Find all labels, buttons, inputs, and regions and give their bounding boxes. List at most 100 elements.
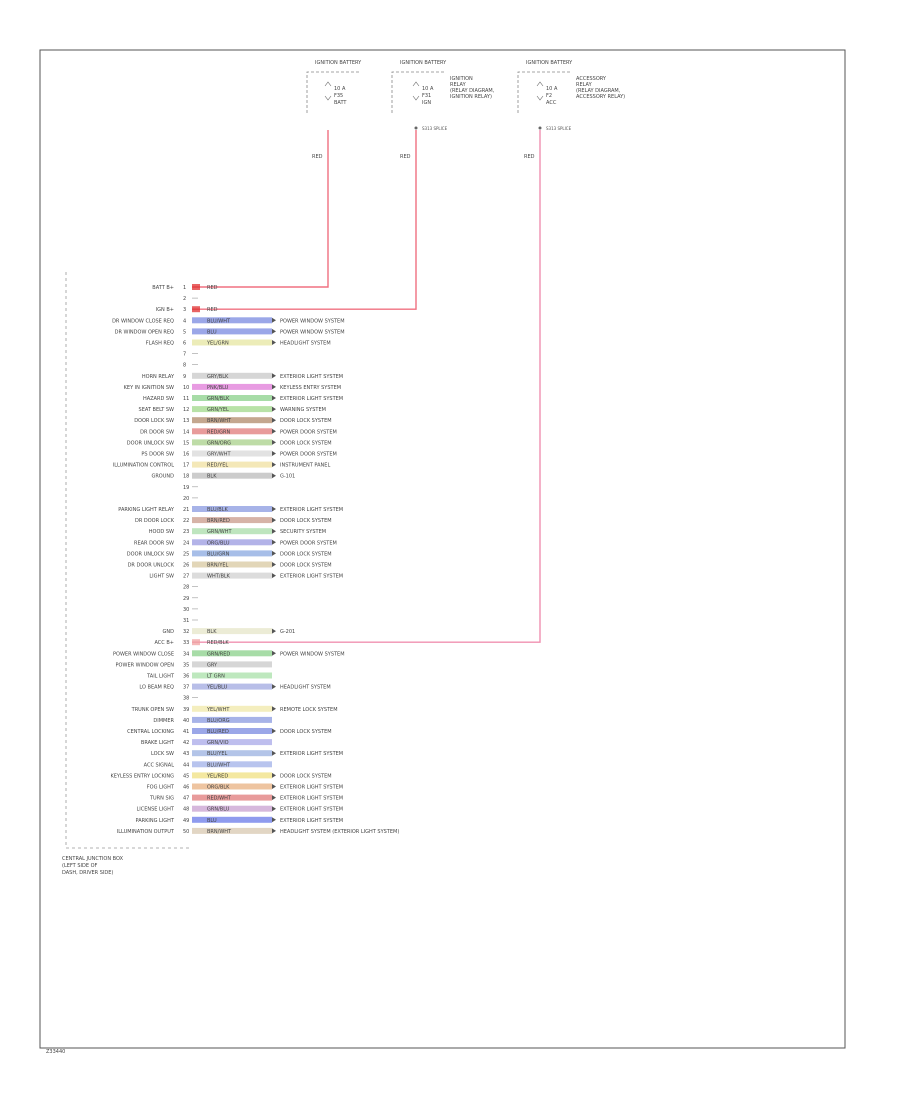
- wire-color-label: GRY/BLK: [207, 374, 229, 380]
- fuse-spec: 10 A: [422, 86, 434, 92]
- wire-color-label: GRY: [207, 662, 218, 668]
- pin-function-label: LOCK SW: [151, 751, 174, 757]
- pin-number: 38: [183, 696, 189, 702]
- pin-function-label: DIMMER: [153, 718, 174, 724]
- wire-color-label: BLU: [207, 818, 217, 824]
- arrow-icon: [272, 828, 276, 834]
- destination-label: HEADLIGHT SYSTEM (EXTERIOR LIGHT SYSTEM): [280, 829, 399, 835]
- pin-function-label: ACC SIGNAL: [144, 762, 175, 768]
- destination-label: G-101: [280, 474, 295, 480]
- wire-band: [192, 461, 272, 468]
- arrow-icon: [272, 806, 276, 812]
- splice-dot: [414, 126, 418, 130]
- pin-function-label: PARKING LIGHT: [136, 818, 175, 824]
- wire-band: [192, 428, 272, 435]
- arrow-icon: [272, 340, 276, 345]
- wire-band: [192, 639, 200, 646]
- fuse-box-outline: [306, 71, 359, 113]
- pin-number: 11: [183, 396, 189, 402]
- pin-number: 32: [183, 629, 189, 635]
- arrow-icon: [272, 628, 276, 634]
- fuse-box-outline: [517, 71, 570, 113]
- destination-label: POWER DOOR SYSTEM: [280, 452, 337, 458]
- wire-color-label: WHT/BLK: [207, 574, 231, 580]
- wire-band: [192, 816, 272, 823]
- pin-number: 33: [183, 640, 189, 646]
- arrow-icon: [272, 473, 276, 479]
- pin-number: 9: [183, 374, 186, 380]
- pin-number: 42: [183, 740, 189, 746]
- pin-function-label: TURN SIG: [149, 796, 174, 802]
- splice-dot: [538, 126, 542, 130]
- pin-function-label: LO BEAM REQ: [139, 685, 174, 691]
- destination-label: EXTERIOR LIGHT SYSTEM: [280, 507, 343, 513]
- arrow-icon: [272, 506, 276, 512]
- destination-label: HEADLIGHT SYSTEM: [280, 341, 331, 347]
- pin-function-label: TAIL LIGHT: [146, 674, 175, 680]
- arrow-icon: [272, 451, 276, 456]
- pin-number: 1: [183, 285, 186, 291]
- splice-label: S313 SPLICE: [546, 126, 572, 131]
- pin-function-label: KEYLESS ENTRY LOCKING: [110, 773, 174, 779]
- arrow-icon: [272, 795, 276, 801]
- arrow-icon: [272, 439, 276, 445]
- arrow-icon: [272, 817, 276, 823]
- arrow-icon: [272, 750, 276, 756]
- wire-band: [192, 528, 272, 535]
- wire-color-label: RED/WHT: [207, 796, 232, 802]
- connector-pin-19: 19: [183, 485, 198, 491]
- wire-band: [192, 728, 272, 734]
- wire-color-label: GRN/ORG: [207, 440, 231, 446]
- pin-number: 35: [183, 662, 189, 668]
- arrow-icon: [272, 550, 276, 556]
- arrow-icon: [272, 462, 276, 468]
- fuse-spec: 10 A: [334, 86, 346, 92]
- pin-number: 23: [183, 529, 189, 535]
- wire-band: [192, 794, 272, 801]
- destination-label: REMOTE LOCK SYSTEM: [280, 707, 338, 713]
- pin-number: 36: [183, 674, 189, 680]
- wire-color-label: BLU: [207, 329, 217, 335]
- pin-number: 12: [183, 407, 189, 413]
- wire-band: [192, 450, 272, 457]
- relay-note: (RELAY DIAGRAM,: [576, 88, 621, 94]
- arrow-icon: [272, 528, 276, 534]
- destination-label: DOOR LOCK SYSTEM: [280, 551, 332, 557]
- pin-function-label: POWER WINDOW CLOSE: [113, 651, 174, 657]
- wire-band: [192, 417, 272, 424]
- destination-label: DOOR LOCK SYSTEM: [280, 729, 332, 735]
- connector-pin-28: 28: [183, 585, 198, 591]
- wire-band: [192, 705, 272, 712]
- pin-function-label: DOOR LOCK SW: [134, 418, 174, 424]
- fuse-icon: [536, 81, 544, 101]
- wire-band: [192, 284, 200, 290]
- wire-color-label: GRN/WHT: [207, 529, 232, 535]
- destination-label: DOOR LOCK SYSTEM: [280, 773, 332, 779]
- wire-color-label: BLK: [207, 474, 217, 480]
- wire-band: [192, 328, 272, 335]
- wire-color-label: YEL/WHT: [206, 707, 230, 713]
- pin-number: 16: [183, 452, 189, 458]
- wire-color-label: GRN/VIO: [207, 740, 229, 746]
- wire-band: [192, 761, 272, 768]
- power-wires: [192, 130, 541, 643]
- wire-color-label: YEL/BLU: [206, 685, 228, 691]
- arrow-icon: [272, 517, 276, 523]
- wire-band: [192, 716, 272, 723]
- destination-label: EXTERIOR LIGHT SYSTEM: [280, 374, 343, 380]
